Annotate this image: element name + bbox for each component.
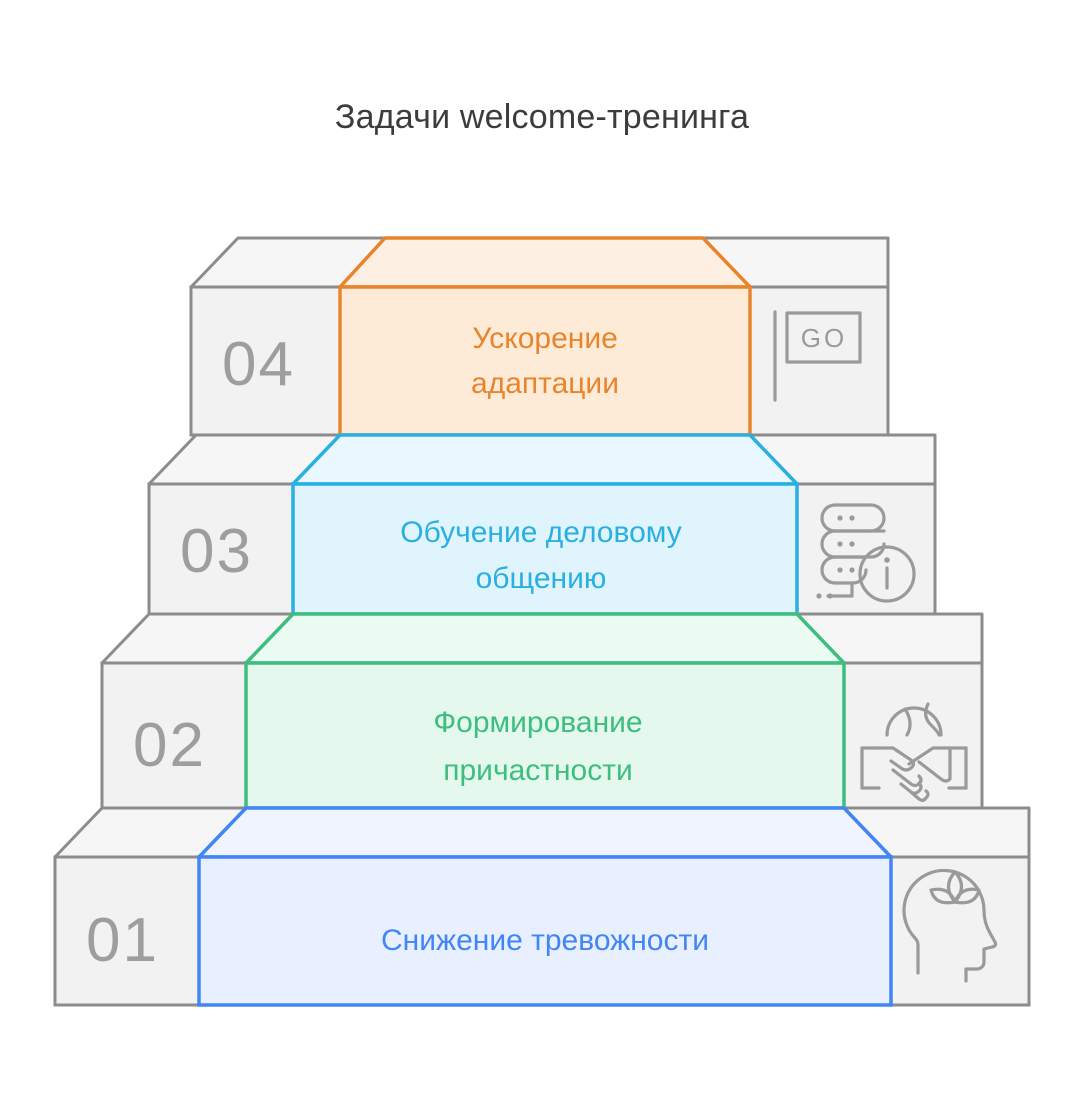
step-02-label-line1: Формирование — [433, 706, 642, 739]
step-02-front-face — [244, 661, 846, 810]
step-01-front-face — [197, 855, 893, 1007]
step-04-top-face — [338, 236, 752, 289]
step-02-left-panel-front — [100, 661, 248, 810]
step-02-number: 02 — [133, 711, 206, 780]
step-02[interactable]: 02 Формирование причастности — [100, 612, 984, 810]
step-04-label-line2: адаптации — [471, 367, 619, 400]
step-01-number: 01 — [86, 906, 159, 975]
go-flag-icon: GO — [773, 310, 862, 402]
step-01-top-face — [197, 806, 893, 859]
go-flag-label: GO — [801, 323, 847, 353]
page-title: Задачи welcome-тренинга — [334, 98, 750, 136]
step-03-front-face — [291, 482, 799, 616]
step-01[interactable]: 01 Снижение тревожности — [53, 806, 1031, 1007]
step-03-number: 03 — [180, 517, 253, 586]
step-02-top-face — [244, 612, 846, 665]
step-04-label-line1: Ускорение — [472, 322, 618, 355]
step-04-front-face — [338, 285, 752, 437]
head-lotus-icon — [902, 868, 998, 983]
step-03[interactable]: 03 Обучение деловому общению — [147, 433, 937, 616]
handshake-globe-icon — [860, 702, 968, 802]
server-info-icon — [816, 503, 916, 603]
step-03-label-line2: общению — [476, 562, 607, 595]
step-02-label-line2: причастности — [443, 754, 633, 787]
step-03-label-line1: Обучение деловому — [400, 516, 681, 549]
step-01-label-line1: Снижение тревожности — [381, 924, 709, 957]
step-03-top-face — [291, 433, 799, 486]
step-04-number: 04 — [222, 330, 295, 399]
step-03-left-panel-front — [147, 482, 295, 616]
step-04[interactable]: 04 Ускорение адаптации GO — [189, 236, 890, 437]
